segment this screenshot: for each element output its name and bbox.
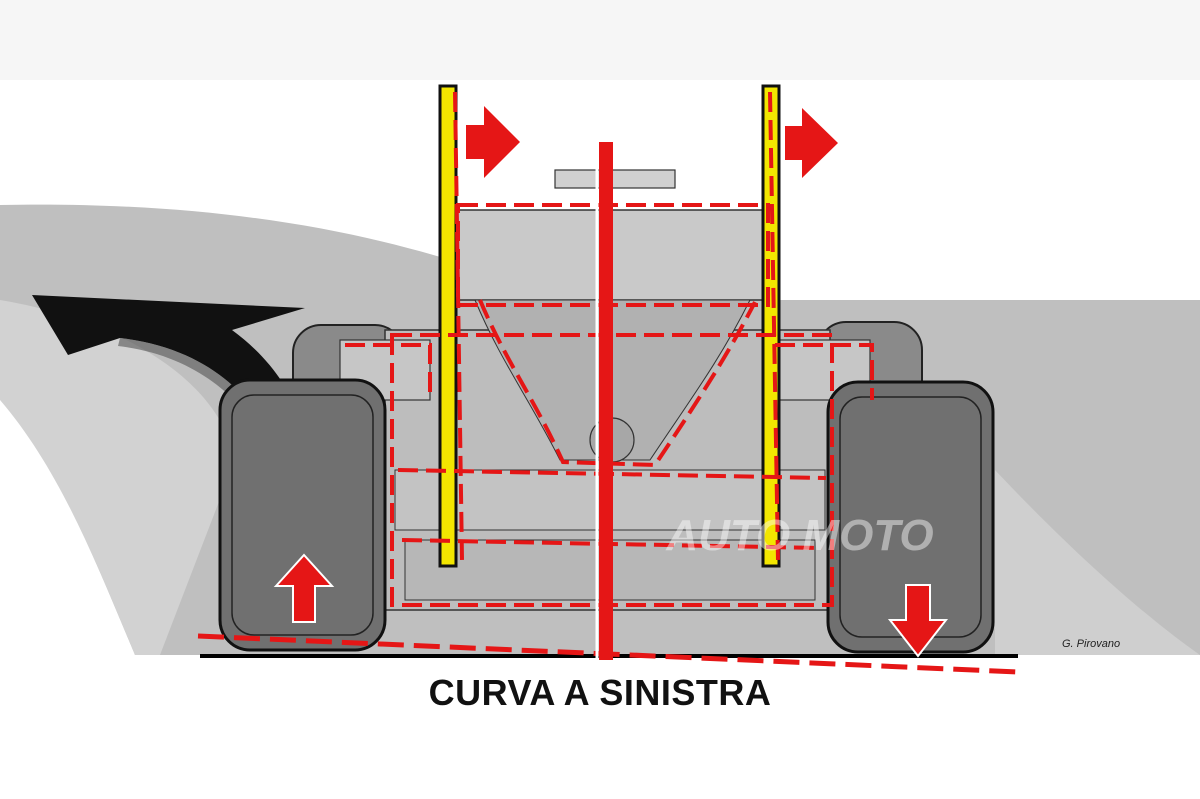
track-right-shade — [995, 470, 1200, 655]
track-inner-shade — [0, 300, 235, 655]
author-credit: G. Pirovano — [1062, 638, 1121, 650]
arrow-down-icon — [887, 584, 949, 658]
arrow-right-icon — [785, 108, 838, 178]
top-band — [0, 0, 1200, 80]
curved-arrow-left-icon — [32, 295, 305, 400]
left-wing-endplate — [438, 84, 458, 568]
arrow-right-icon — [466, 106, 520, 178]
rear-right-tyre — [826, 380, 995, 654]
centre-axis — [599, 142, 613, 660]
rear-left-tyre-edge — [231, 394, 374, 636]
rear-left-tyre — [218, 378, 387, 652]
diagram-caption: CURVA A SINISTRA — [428, 672, 772, 713]
watermark: AUTO MOTO — [665, 511, 933, 560]
arrow-up-icon — [273, 553, 335, 623]
